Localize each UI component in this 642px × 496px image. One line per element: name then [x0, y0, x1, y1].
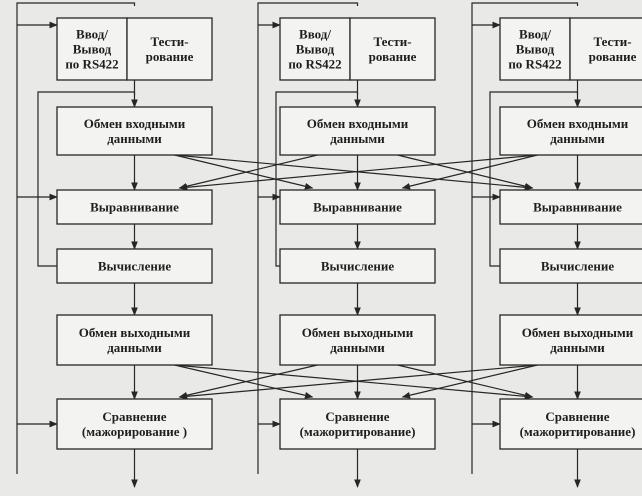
ch3-input-exchange-block-text: данными: [550, 131, 605, 146]
ch2-io-block-text: по RS422: [288, 57, 341, 72]
ch2-comparison-block-text: Сравнение: [325, 409, 389, 424]
cross-output-2-to-1: [178, 364, 318, 399]
cross-input-3-to-1: [178, 154, 538, 191]
ch2-test-block: Тести-рование: [349, 17, 436, 81]
ch3-io-block-text: по RS422: [508, 57, 561, 72]
ch2-comparison-block-text: (мажоритирование): [300, 424, 416, 439]
ch3-comparison-block-text: Сравнение: [545, 409, 609, 424]
ch2-input-exchange-block-text: данными: [330, 131, 385, 146]
cross-input-3-to-2: [401, 154, 538, 190]
ch3-comparison-block-frame: [499, 398, 642, 450]
ch2-alignment-block: Выравнивание: [279, 189, 436, 225]
ch3-test-block-frame: [569, 17, 642, 81]
ch2-computation-block-frame: [279, 248, 436, 284]
ch2-computation-block-text: Вычисление: [321, 259, 394, 274]
ch1-feedback-rail: [16, 2, 136, 474]
ch1-loop-compute-to-io: [37, 91, 135, 267]
ch1-output-exchange-block-frame: [56, 314, 213, 366]
ch2-output-exchange-block-text: Обмен выходными: [302, 325, 414, 340]
ch2-output-exchange-block-frame: [279, 314, 436, 366]
ch3-comparison-block-text: (мажоритирование): [520, 424, 636, 439]
ch2-computation-block: Вычисление: [279, 248, 436, 284]
ch3-computation-block-frame: [499, 248, 642, 284]
ch1-test-block: Тести-рование: [126, 17, 213, 81]
ch2-input-exchange-block-frame: [279, 106, 436, 156]
ch1-io-block-frame: [56, 17, 128, 81]
cross-input-2-to-1: [178, 154, 318, 190]
ch1-input-exchange-block-text: данными: [107, 131, 162, 146]
ch3-alignment-block-text: Выравнивание: [533, 200, 622, 215]
cross-output-3-to-1: [178, 364, 538, 400]
ch1-computation-block-frame: [56, 248, 213, 284]
ch1-input-exchange-block-frame: [56, 106, 213, 156]
ch1-comparison-block-text: (мажорирование ): [82, 424, 187, 439]
ch1-test-block-text: Тести-: [150, 34, 188, 49]
ch1-output-exchange-block-text: данными: [107, 340, 162, 355]
ch1-test-block-frame: [126, 17, 213, 81]
ch2-test-block-text: рование: [369, 49, 417, 64]
ch1-io-block-text: Ввод/: [76, 27, 108, 42]
ch2-comparison-block: Сравнение(мажоритирование): [279, 398, 436, 450]
ch3-output-exchange-block-text: Обмен выходными: [522, 325, 634, 340]
ch3-comparison-block: Сравнение(мажоритирование): [499, 398, 642, 450]
ch1-computation-block-text: Вычисление: [98, 259, 171, 274]
ch3-output-exchange-block-frame: [499, 314, 642, 366]
ch3-computation-block-text: Вычисление: [541, 259, 614, 274]
ch1-comparison-block-frame: [56, 398, 213, 450]
ch3-loop-compute-to-io: [489, 91, 578, 267]
ch1-input-exchange-block-text: Обмен входными: [84, 116, 186, 131]
ch2-feedback-rail: [257, 2, 359, 474]
cross-input-2-to-3: [397, 154, 534, 190]
ch1-io-block-text: Вывод: [73, 42, 112, 57]
ch3-alignment-block-frame: [499, 189, 642, 225]
cross-output-2-to-3: [397, 364, 534, 399]
ch1-comparison-block-text: Сравнение: [102, 409, 166, 424]
cross-output-3-to-2: [401, 364, 538, 399]
ch3-input-exchange-block-text: Обмен входными: [527, 116, 629, 131]
ch3-feedback-rail: [471, 2, 579, 474]
ch1-alignment-block-text: Выравнивание: [90, 200, 179, 215]
ch2-test-block-text: Тести-: [373, 34, 411, 49]
ch3-computation-block: Вычисление: [499, 248, 642, 284]
ch3-test-block-text: рование: [589, 49, 637, 64]
ch2-comparison-block-frame: [279, 398, 436, 450]
ch1-test-block-text: рование: [146, 49, 194, 64]
cross-output-1-to-2: [174, 364, 314, 399]
ch2-alignment-block-frame: [279, 189, 436, 225]
ch2-io-block-frame: [279, 17, 351, 81]
ch1-alignment-block: Выравнивание: [56, 189, 213, 225]
ch3-test-block: Тести-рование: [569, 17, 642, 81]
ch3-test-block-text: Тести-: [593, 34, 631, 49]
ch3-output-exchange-block-text: данными: [550, 340, 605, 355]
ch3-io-block-frame: [499, 17, 571, 81]
ch2-io-block-text: Вывод: [296, 42, 335, 57]
ch1-computation-block: Вычисление: [56, 248, 213, 284]
ch1-output-exchange-block-text: Обмен выходными: [79, 325, 191, 340]
ch3-io-block-text: Ввод/: [519, 27, 551, 42]
ch1-comparison-block: Сравнение(мажорирование ): [56, 398, 213, 450]
ch2-test-block-frame: [349, 17, 436, 81]
cross-input-1-to-2: [174, 154, 314, 190]
ch2-input-exchange-block-text: Обмен входными: [307, 116, 409, 131]
ch1-io-block-text: по RS422: [65, 57, 118, 72]
connection-lines: [16, 2, 581, 488]
ch3-input-exchange-block-frame: [499, 106, 642, 156]
ch3-alignment-block: Выравнивание: [499, 189, 642, 225]
ch2-io-block-text: Ввод/: [299, 27, 331, 42]
ch1-alignment-block-frame: [56, 189, 213, 225]
ch2-output-exchange-block-text: данными: [330, 340, 385, 355]
ch2-alignment-block-text: Выравнивание: [313, 200, 402, 215]
ch3-io-block-text: Вывод: [516, 42, 555, 57]
